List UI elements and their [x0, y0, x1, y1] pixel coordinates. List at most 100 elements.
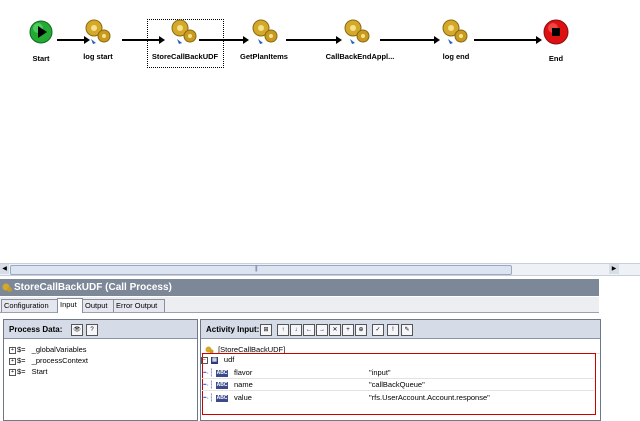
edit-icon[interactable]: ✎ [401, 324, 413, 336]
udf-label: udf [223, 355, 235, 364]
node-label: log start [83, 52, 113, 61]
separator [202, 378, 594, 379]
field-value[interactable]: "rfs.UserAccount.Account.response" [369, 393, 490, 402]
tab-input[interactable]: Input [57, 298, 83, 313]
process-data-pane: Process Data: 👁 ? +$= _globalVariables +… [3, 319, 198, 421]
node-log-end[interactable]: log end [418, 14, 494, 66]
connector [474, 39, 537, 41]
tab-output[interactable]: Output [82, 299, 115, 312]
udf-node[interactable]: − ▤ udf [201, 355, 234, 365]
arrow-icon [336, 36, 342, 44]
add-child-icon[interactable]: ⊕ [355, 324, 367, 336]
gears-icon [205, 346, 214, 354]
scroll-right-icon[interactable]: ▶ [609, 264, 619, 274]
field-value[interactable]: "input" [369, 368, 391, 377]
gears-icon [2, 283, 12, 292]
tab-configuration[interactable]: Configuration [1, 299, 59, 312]
scrollbar-thumb[interactable] [10, 265, 512, 275]
node-label: CallBackEndAppl... [325, 52, 395, 61]
panel-title: StoreCallBackUDF (Call Process) [14, 282, 172, 293]
move-up-icon[interactable]: ↑ [277, 324, 289, 336]
tree-item[interactable]: +$= _processContext [9, 356, 88, 365]
separator [202, 390, 594, 391]
activity-input-title: Activity Input: [206, 325, 260, 334]
string-type-icon: ABC [215, 381, 229, 389]
binoculars-icon[interactable]: 👁 [71, 324, 83, 336]
node-label: Start [32, 54, 50, 63]
horizontal-scrollbar[interactable]: ◀ ||| ▶ [0, 263, 640, 276]
panel-title-bar: StoreCallBackUDF (Call Process) [0, 279, 599, 296]
connector [286, 39, 337, 41]
expand-icon[interactable]: + [9, 346, 16, 354]
selection-box [147, 19, 224, 68]
process-data-header: Process Data: 👁 ? [4, 320, 197, 339]
panel-tabs: Configuration Input Output Error Output [0, 297, 599, 313]
node-log-start[interactable]: log start [60, 14, 136, 66]
field-name: flavor [234, 368, 253, 377]
gears-icon [171, 19, 197, 44]
add-icon[interactable]: + [342, 324, 354, 336]
node-start[interactable]: Start [3, 16, 79, 66]
node-label: End [548, 54, 564, 63]
warning-icon[interactable]: ! [387, 324, 399, 336]
string-type-icon: ABC [215, 394, 229, 402]
help-icon[interactable]: ? [86, 324, 98, 336]
expand-icon[interactable]: + [9, 368, 16, 376]
tree-item[interactable]: +$= Start [9, 367, 48, 376]
node-getplanitems[interactable]: GetPlanItems [226, 14, 302, 66]
binding-icon[interactable]: ⊞ [260, 324, 272, 336]
grip-icon: ||| [255, 266, 258, 272]
node-end[interactable]: End [518, 16, 594, 66]
variable-name: _globalVariables [31, 345, 87, 354]
arrow-icon [243, 36, 249, 44]
field-name: value [234, 393, 252, 402]
variable-name: Start [31, 367, 48, 376]
connector [57, 39, 85, 41]
gears-icon [85, 19, 111, 44]
move-left-icon[interactable]: ← [303, 324, 315, 336]
delete-icon[interactable]: ✕ [329, 324, 341, 336]
node-callbackendappl[interactable]: CallBackEndAppl... [322, 14, 398, 66]
process-data-title: Process Data: [9, 325, 63, 334]
collapse-icon[interactable]: − [201, 356, 208, 364]
move-right-icon[interactable]: → [316, 324, 328, 336]
play-icon [29, 20, 53, 44]
field-row-name[interactable]: ┅·┆ ABC name "callBackQueue" [202, 380, 425, 390]
connector-icon: ┅·┆ [202, 380, 214, 389]
gears-icon [252, 19, 278, 44]
node-label: log end [442, 52, 470, 61]
connector [199, 39, 244, 41]
activity-input-pane: Activity Input: ⊞ ↑ ↓ ← → ✕ + ⊕ ✓ ! ✎ [S… [200, 319, 601, 421]
tab-error-output[interactable]: Error Output [113, 299, 165, 312]
gears-icon [442, 19, 468, 44]
node-label: StoreCallBackUDF [151, 52, 219, 61]
check-icon[interactable]: ✓ [372, 324, 384, 336]
field-value[interactable]: "callBackQueue" [369, 380, 425, 389]
arrow-icon [536, 36, 542, 44]
field-row-value[interactable]: ┅·┆ ABC value "rfs.UserAccount.Account.r… [202, 393, 490, 403]
stop-icon [543, 19, 569, 45]
node-storecallbackudf[interactable]: StoreCallBackUDF [147, 14, 223, 66]
tree-item[interactable]: +$= _globalVariables [9, 345, 87, 354]
connector-icon: ┅·┆ [202, 393, 214, 402]
scroll-left-icon[interactable]: ◀ [0, 264, 9, 274]
highlight-box [202, 353, 596, 415]
group-icon: ▤ [211, 356, 218, 364]
variable-name: _processContext [31, 356, 88, 365]
root-node[interactable]: [StoreCallBackUDF] [205, 345, 285, 354]
node-label: GetPlanItems [240, 52, 288, 61]
connector-icon: ┅·┆ [202, 368, 214, 377]
connector [122, 39, 160, 41]
arrow-icon [84, 36, 90, 44]
arrow-icon [159, 36, 165, 44]
move-down-icon[interactable]: ↓ [290, 324, 302, 336]
connector [380, 39, 435, 41]
field-name: name [234, 380, 253, 389]
activity-input-header: Activity Input: ⊞ ↑ ↓ ← → ✕ + ⊕ ✓ ! ✎ [201, 320, 600, 339]
expand-icon[interactable]: + [9, 357, 16, 365]
arrow-icon [434, 36, 440, 44]
field-row-flavor[interactable]: ┅·┆ ABC flavor "input" [202, 368, 391, 378]
process-canvas[interactable]: Start log start StoreCallBackUDF [0, 0, 640, 262]
root-label: [StoreCallBackUDF] [218, 345, 286, 354]
string-type-icon: ABC [215, 369, 229, 377]
